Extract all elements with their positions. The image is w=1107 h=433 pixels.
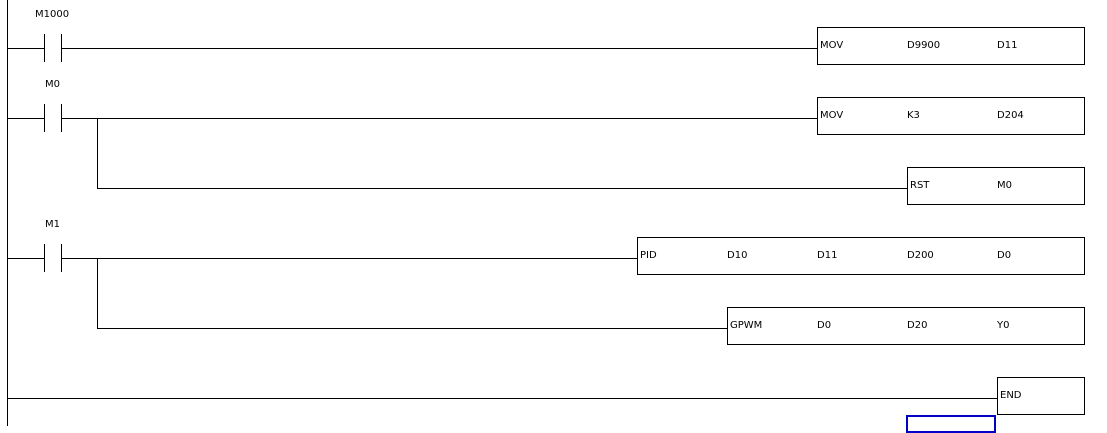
instruction-box-mov-k3[interactable] <box>817 97 1085 135</box>
instruction-operand: D11 <box>817 250 838 261</box>
contact-m1[interactable] <box>44 244 62 272</box>
instruction-operand: D11 <box>997 40 1018 51</box>
instruction-box-gpwm[interactable] <box>727 307 1085 345</box>
rung-3 <box>7 377 1085 415</box>
rung-1 <box>7 97 1085 205</box>
instruction-operand: D9900 <box>907 40 941 51</box>
contact-label-m1000: M1000 <box>35 9 70 20</box>
instruction-operand: D204 <box>997 110 1024 121</box>
instruction-op: MOV <box>820 110 844 121</box>
instruction-operand: Y0 <box>997 320 1010 331</box>
instruction-operand: D20 <box>907 320 928 331</box>
instruction-operand: K3 <box>907 110 920 121</box>
instruction-op: RST <box>910 180 930 191</box>
contact-label-m1: M1 <box>45 219 60 230</box>
instruction-op: PID <box>640 250 657 261</box>
instruction-operand: M0 <box>997 180 1012 191</box>
instruction-operand: D0 <box>817 320 832 331</box>
rung-2 <box>7 237 1085 345</box>
contact-label-m0: M0 <box>45 79 60 90</box>
instruction-operand: D200 <box>907 250 934 261</box>
instruction-box-mov-d9900[interactable] <box>817 27 1085 65</box>
instruction-box-end[interactable] <box>997 377 1085 415</box>
instruction-box-pid[interactable] <box>637 237 1085 275</box>
instruction-box-rst-m0[interactable] <box>907 167 1085 205</box>
contact-m1000[interactable] <box>44 34 62 62</box>
instruction-op: GPWM <box>730 320 763 331</box>
instruction-op: END <box>1000 390 1022 401</box>
instruction-op: MOV <box>820 40 844 51</box>
rung-0 <box>7 27 1085 65</box>
editor-cursor[interactable] <box>906 415 996 433</box>
instruction-operand: D10 <box>727 250 748 261</box>
contact-m0[interactable] <box>44 104 62 132</box>
instruction-operand: D0 <box>997 250 1012 261</box>
